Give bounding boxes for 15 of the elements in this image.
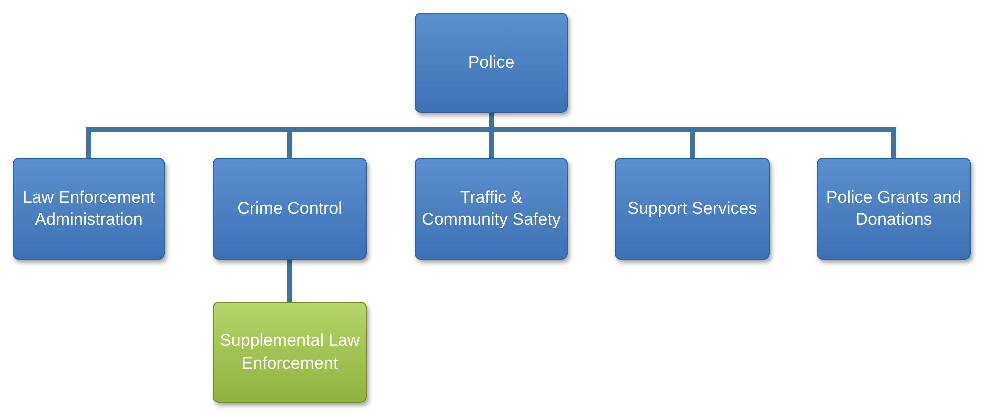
unit-name: Traffic & Community Safety: [422, 186, 561, 231]
connector-line: [288, 260, 292, 302]
unit-name: Police: [468, 52, 515, 74]
unit-name: Police Grants and Donations: [825, 186, 963, 231]
org-unit-box: [615, 158, 770, 260]
unit-name: Law Enforcement Administration: [22, 186, 156, 231]
org-unit-box: [817, 158, 971, 260]
unit-name: Crime Control: [238, 198, 342, 220]
org-unit-box: [213, 158, 367, 260]
org-unit-box: [213, 302, 367, 403]
org-unit-box: [415, 158, 568, 260]
org-unit-box: [415, 13, 568, 113]
unit-name: Supplemental Law Enforcement: [220, 330, 360, 374]
unit-name: Support Services: [628, 198, 758, 220]
org-unit-box: [13, 158, 165, 260]
